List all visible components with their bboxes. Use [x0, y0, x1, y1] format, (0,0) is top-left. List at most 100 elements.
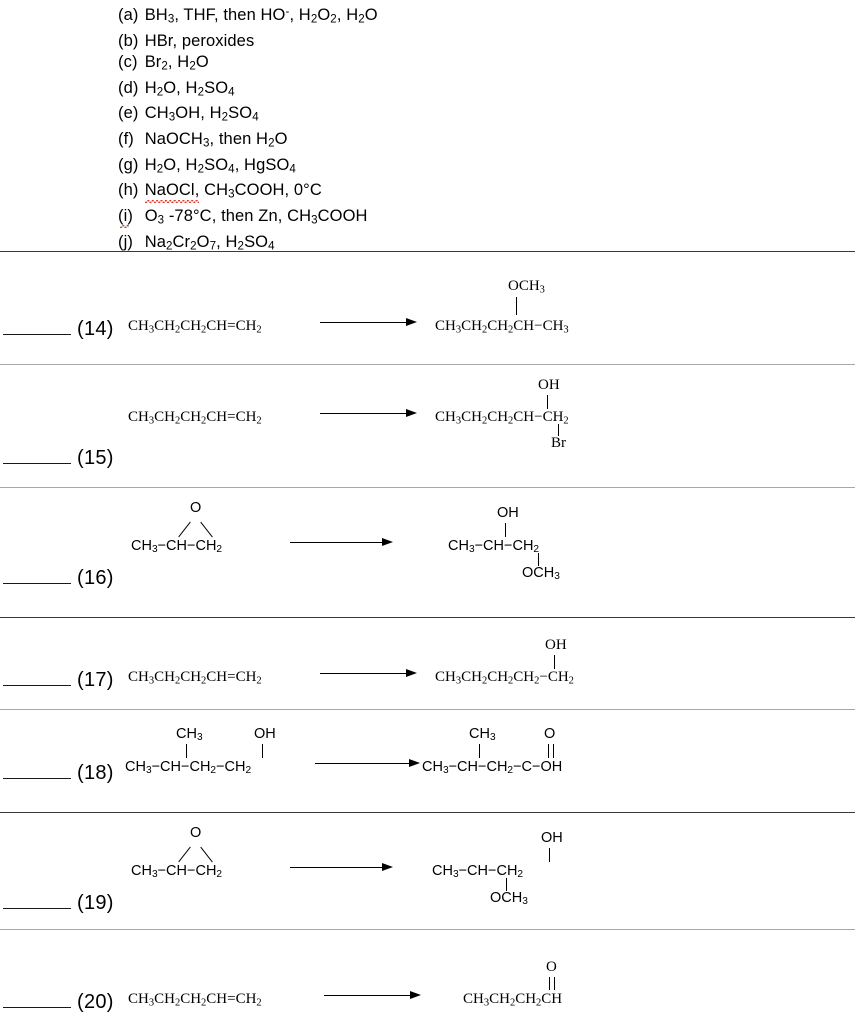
reagent-label-d: (d) [118, 78, 139, 97]
bond-vertical-14 [516, 297, 518, 315]
product-substituent-18-carbonyl-oxygen: O [544, 726, 556, 742]
product-structure-19: CH3−CH−CH2 [432, 863, 524, 881]
product-structure-18: CH3−CH−CH2−C−OH [422, 759, 563, 777]
reagent-text-h: NaOCl, CH3COOH, 0°C [144, 181, 322, 203]
product-substituent-14-above: OCH3 [508, 278, 545, 296]
reaction-arrow-14 [320, 317, 417, 327]
reaction-arrow-19 [290, 862, 393, 872]
reagent-option-d: (d) H2O, H2SO4 [118, 78, 718, 104]
divider-after-18 [0, 812, 855, 813]
epoxide-bond-left-16 [178, 521, 192, 538]
problem-row-15: (15) CH3CH2CH2CH=CH2 CH3CH2CH2CH−CH2 OH … [0, 364, 855, 487]
reactant-substituent-18-methyl: CH3 [176, 726, 203, 744]
product-substituent-15-above: OH [538, 377, 560, 393]
reactant-structure-14: CH3CH2CH2CH=CH2 [128, 318, 262, 336]
reagent-label-h: (h) [118, 181, 139, 200]
double-bond-line-right-20 [554, 977, 556, 990]
reagent-text-d: H2O, H2SO4 [144, 78, 235, 99]
divider-top [0, 251, 855, 252]
reaction-arrow-16 [290, 537, 393, 547]
reactant-structure-20: CH3CH2CH2CH=CH2 [128, 991, 262, 1009]
reagent-option-j: (j) Na2Cr2O7, H2SO4 [118, 232, 718, 258]
reagent-label-b: (b) [118, 31, 139, 50]
reactant-structure-16: CH3−CH−CH2 [131, 538, 223, 556]
product-substituent-16-below: OCH3 [522, 565, 560, 583]
problem-row-14: (14) CH3CH2CH2CH=CH2 CH3CH2CH2CH−CH3 OCH… [0, 251, 855, 364]
reactant-structure-18: CH3−CH−CH2−CH2 [125, 759, 252, 777]
reaction-arrow-18 [315, 758, 420, 768]
epoxide-bond-right-16 [200, 521, 214, 538]
reagent-option-f: (f) NaOCH3, then H2O [118, 129, 718, 155]
answer-blank-15[interactable] [3, 463, 71, 464]
product-structure-14: CH3CH2CH2CH−CH3 [435, 318, 569, 336]
reagent-option-g: (g) H2O, H2SO4, HgSO4 [118, 155, 718, 181]
reagent-label-f: (f) [118, 129, 134, 148]
answer-blank-20[interactable] [3, 1007, 71, 1008]
product-structure-16: CH3−CH−CH2 [448, 538, 540, 556]
answer-blank-17[interactable] [3, 685, 71, 686]
reagent-text-f: NaOCH3, then H2O [144, 129, 288, 150]
epoxide-bond-right-19 [200, 846, 214, 863]
bond-vertical-15-up [547, 395, 549, 409]
divider-after-16 [0, 617, 855, 618]
reaction-arrow-20 [324, 990, 421, 1000]
reagent-text-b: HBr, peroxides [144, 31, 255, 50]
bond-vertical-16-down [538, 553, 540, 566]
problem-number-19: (19) [77, 892, 114, 914]
reagent-option-c: (c) Br2, H2O [118, 52, 718, 78]
answer-blank-19[interactable] [3, 908, 71, 909]
reagent-option-b: (b) HBr, peroxides [118, 31, 718, 52]
divider-after-17 [0, 709, 855, 710]
problem-number-14: (14) [77, 318, 114, 340]
product-substituent-20-carbonyl-oxygen: O [546, 959, 557, 975]
reagent-option-a: (a) BH3, THF, then HO-, H2O2, H2O [118, 2, 718, 31]
problem-row-16: (16) CH3−CH−CH2 O CH3−CH−CH2 OH OCH3 [0, 487, 855, 617]
divider-after-15 [0, 487, 855, 488]
bond-vertical-18-hydroxyl [262, 744, 264, 758]
product-substituent-19-below: OCH3 [490, 890, 528, 908]
reagent-label-g: (g) [118, 155, 139, 174]
problem-row-17: (17) CH3CH2CH2CH=CH2 CH3CH2CH2CH2−CH2 OH [0, 617, 855, 709]
product-substituent-15-below: Br [551, 435, 566, 451]
reagent-text-i: O3 -78°C, then Zn, CH3COOH [144, 207, 368, 227]
answer-blank-14[interactable] [3, 334, 71, 335]
product-substituent-18-methyl: CH3 [469, 726, 496, 744]
reactant-structure-19: CH3−CH−CH2 [131, 863, 223, 881]
problem-number-20: (20) [77, 991, 114, 1013]
double-bond-line-right-18 [553, 744, 555, 758]
bond-vertical-17 [554, 655, 556, 669]
answer-blank-18[interactable] [3, 778, 71, 779]
reagent-text-g: H2O, H2SO4, HgSO4 [144, 155, 296, 176]
product-substituent-19-above: OH [541, 830, 563, 846]
reactant-structure-17: CH3CH2CH2CH=CH2 [128, 669, 262, 687]
double-bond-line-left-20 [549, 977, 551, 990]
product-substituent-17-above: OH [545, 637, 567, 653]
reactant-epoxide-oxygen-16: O [190, 500, 202, 516]
reagent-label-j: (j) [118, 232, 133, 251]
reagent-text-e: CH3OH, H2SO4 [144, 104, 259, 124]
bond-vertical-18-methyl [186, 744, 188, 758]
epoxide-bond-left-19 [178, 846, 192, 863]
bond-vertical-15-down [558, 424, 560, 436]
double-bond-line-left-18 [548, 744, 550, 758]
reagent-option-i: (i) O3 -78°C, then Zn, CH3COOH [118, 206, 718, 232]
problem-number-18: (18) [77, 762, 114, 784]
reagent-label-a: (a) [118, 5, 139, 24]
product-structure-17: CH3CH2CH2CH2−CH2 [435, 669, 574, 687]
product-substituent-16-above: OH [497, 505, 519, 521]
divider-after-19 [0, 929, 855, 930]
reactant-substituent-18-hydroxyl: OH [254, 726, 276, 742]
product-structure-15: CH3CH2CH2CH−CH2 [435, 409, 569, 427]
reagent-option-e: (e) CH3OH, H2SO4 [118, 103, 718, 129]
reagent-option-h: (h) NaOCl, CH3COOH, 0°C [118, 180, 718, 206]
reaction-arrow-17 [320, 668, 417, 678]
answer-blank-16[interactable] [3, 583, 71, 584]
reagent-text-j: Na2Cr2O7, H2SO4 [144, 232, 275, 253]
bond-vertical-19-down [506, 878, 508, 891]
problem-row-18: (18) CH3−CH−CH2−CH2 CH3 OH CH3−CH−CH2−C−… [0, 709, 855, 812]
reagent-text-a: BH3, THF, then HO-, H2O2, H2O [144, 5, 378, 26]
bond-vertical-18-product-methyl [479, 744, 481, 758]
problem-number-15: (15) [77, 447, 114, 469]
problem-row-19: (19) CH3−CH−CH2 O CH3−CH−CH2 OH OCH3 [0, 812, 855, 929]
problem-number-17: (17) [77, 669, 114, 691]
